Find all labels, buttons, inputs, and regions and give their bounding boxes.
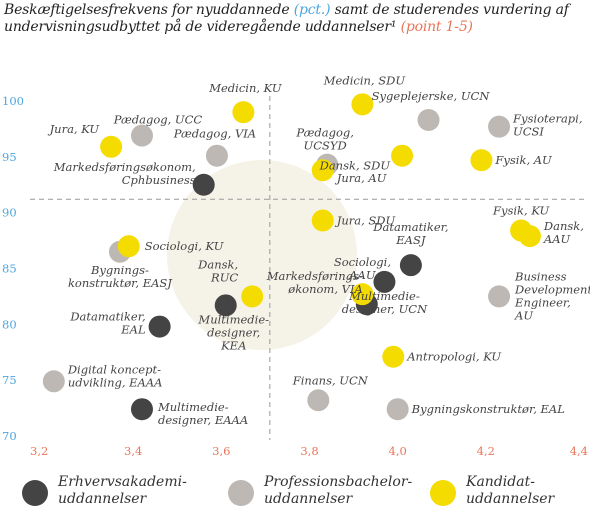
- point-label: Digital koncept-udvikling, EAAA: [67, 362, 163, 389]
- y-tick-label: 90: [2, 206, 17, 220]
- y-tick-label: 100: [2, 94, 24, 108]
- point-label: Fysioterapi,UCSI: [512, 112, 582, 139]
- data-point: [311, 209, 334, 232]
- y-tick-label: 75: [2, 373, 17, 387]
- point-label: Multimedie-designer,KEA: [197, 312, 269, 352]
- point-label: Bygningskonstruktør, EAL: [411, 402, 565, 416]
- reference-lines: [30, 96, 588, 440]
- point-label: Medicin, KU: [208, 81, 282, 95]
- data-point: [130, 124, 153, 147]
- x-axis-ticks: 3,2 3,4 3,6 3,8 4,0 4,2 4,4: [30, 444, 588, 458]
- point-label: Datamatiker,EAL: [69, 310, 145, 337]
- data-point: [382, 345, 405, 368]
- legend-item: Erhvervsakademi-uddannelser: [22, 474, 188, 508]
- y-axis-ticks: 70 75 80 85 90 95 100: [2, 94, 24, 443]
- point-label: Markedsføringsøkonom,Cphbusiness: [53, 160, 196, 187]
- title-text-2: samt de studerendes vurdering af undervi…: [4, 2, 569, 35]
- point-label: Multimedie-designer, EAAA: [157, 400, 248, 427]
- data-point: [518, 225, 541, 248]
- data-point: [100, 135, 123, 158]
- series-3: [100, 93, 541, 368]
- point-label: Sociologi, KU: [145, 239, 224, 253]
- data-point: [241, 285, 264, 308]
- x-tick-label: 3,8: [300, 444, 318, 458]
- point-label: Fysik, KU: [492, 204, 550, 218]
- point-label: Dansk, SDU: [319, 159, 391, 173]
- data-point: [232, 101, 255, 124]
- x-tick-label: 4,2: [477, 444, 495, 458]
- data-point: [205, 144, 228, 167]
- data-point: [470, 149, 493, 172]
- data-points: [42, 93, 541, 421]
- watermark-logo: [167, 160, 357, 350]
- data-point: [391, 144, 414, 167]
- data-point: [42, 370, 65, 393]
- y-tick-label: 80: [2, 317, 17, 331]
- point-label: Dansk,RUC: [197, 257, 238, 284]
- x-unit: (point 1-5): [400, 19, 473, 35]
- data-point: [373, 270, 396, 293]
- x-tick-label: 4,0: [389, 444, 407, 458]
- data-point: [117, 235, 140, 258]
- x-tick-label: 3,6: [212, 444, 230, 458]
- point-label: Jura, SDU: [335, 213, 396, 227]
- point-label: Multimedie-designer, UCN: [342, 289, 428, 316]
- data-point: [192, 173, 215, 196]
- data-point: [399, 254, 422, 277]
- legend-label: Professionsbachelor-uddannelser: [264, 474, 413, 507]
- point-label: Pædagog, VIA: [173, 127, 256, 141]
- chart-title: Beskæftigelsesfrekvens for nyuddannede (…: [4, 2, 586, 36]
- y-tick-label: 70: [2, 429, 17, 443]
- data-point: [148, 315, 171, 338]
- scatter-plot: 70 75 80 85 90 95 100 3,2 3,4 3,6 3,8 4,0 4,2 4,4 Ma…: [2, 73, 590, 458]
- legend-label: Kandidat-uddannelser: [466, 474, 555, 507]
- data-point: [488, 115, 511, 138]
- point-label: Dansk,AAU: [543, 219, 584, 246]
- legend-label: Erhvervsakademi-uddannelser: [58, 474, 187, 507]
- series-2: [42, 108, 511, 421]
- point-label: Antropologi, KU: [406, 350, 501, 364]
- point-labels: Markedsføringsøkonom,CphbusinessDatamati…: [48, 73, 590, 427]
- point-label: Markedsførings-økonom, VIA: [266, 269, 363, 296]
- x-tick-label: 3,2: [30, 444, 48, 458]
- x-tick-label: 3,4: [124, 444, 142, 458]
- point-label: Jura, KU: [48, 122, 100, 136]
- x-tick-label: 4,4: [570, 444, 588, 458]
- point-label: Datamatiker,EASJ: [372, 220, 448, 247]
- point-label: Pædagog,UCSYD: [295, 126, 354, 153]
- legend-swatch: [22, 480, 48, 506]
- title-text: Beskæftigelsesfrekvens for nyuddannede: [4, 2, 294, 18]
- point-label: Medicin, SDU: [323, 73, 406, 87]
- y-tick-label: 95: [2, 150, 17, 164]
- point-label: Finans, UCN: [292, 373, 369, 387]
- legend-swatch: [430, 480, 456, 506]
- watermark-circle: [167, 160, 357, 350]
- point-label: Bygnings-konstruktør, EASJ: [68, 263, 173, 290]
- data-point: [386, 398, 409, 421]
- legend: Erhvervsakademi-uddannelser Professionsba…: [0, 470, 590, 517]
- legend-item: Kandidat-uddannelser: [430, 474, 590, 508]
- footnote-mark: ¹: [390, 19, 397, 35]
- point-label: Jura, AU: [335, 171, 387, 185]
- data-point: [351, 283, 374, 306]
- legend-swatch: [228, 480, 254, 506]
- data-point: [307, 389, 330, 412]
- data-point: [130, 398, 153, 421]
- data-point: [311, 159, 334, 182]
- data-point: [417, 108, 440, 131]
- data-point: [351, 93, 374, 116]
- point-label: Fysik, AU: [494, 153, 552, 167]
- y-unit: (pct.): [293, 2, 331, 18]
- data-point: [488, 285, 511, 308]
- y-tick-label: 85: [2, 262, 17, 276]
- point-label: Pædagog, UCC: [113, 113, 203, 127]
- legend-item: Professionsbachelor-uddannelser: [228, 474, 413, 508]
- data-point: [214, 294, 237, 317]
- point-label: Sociologi,AAU: [334, 255, 391, 282]
- point-label: Sygeplejerske, UCN: [372, 89, 491, 103]
